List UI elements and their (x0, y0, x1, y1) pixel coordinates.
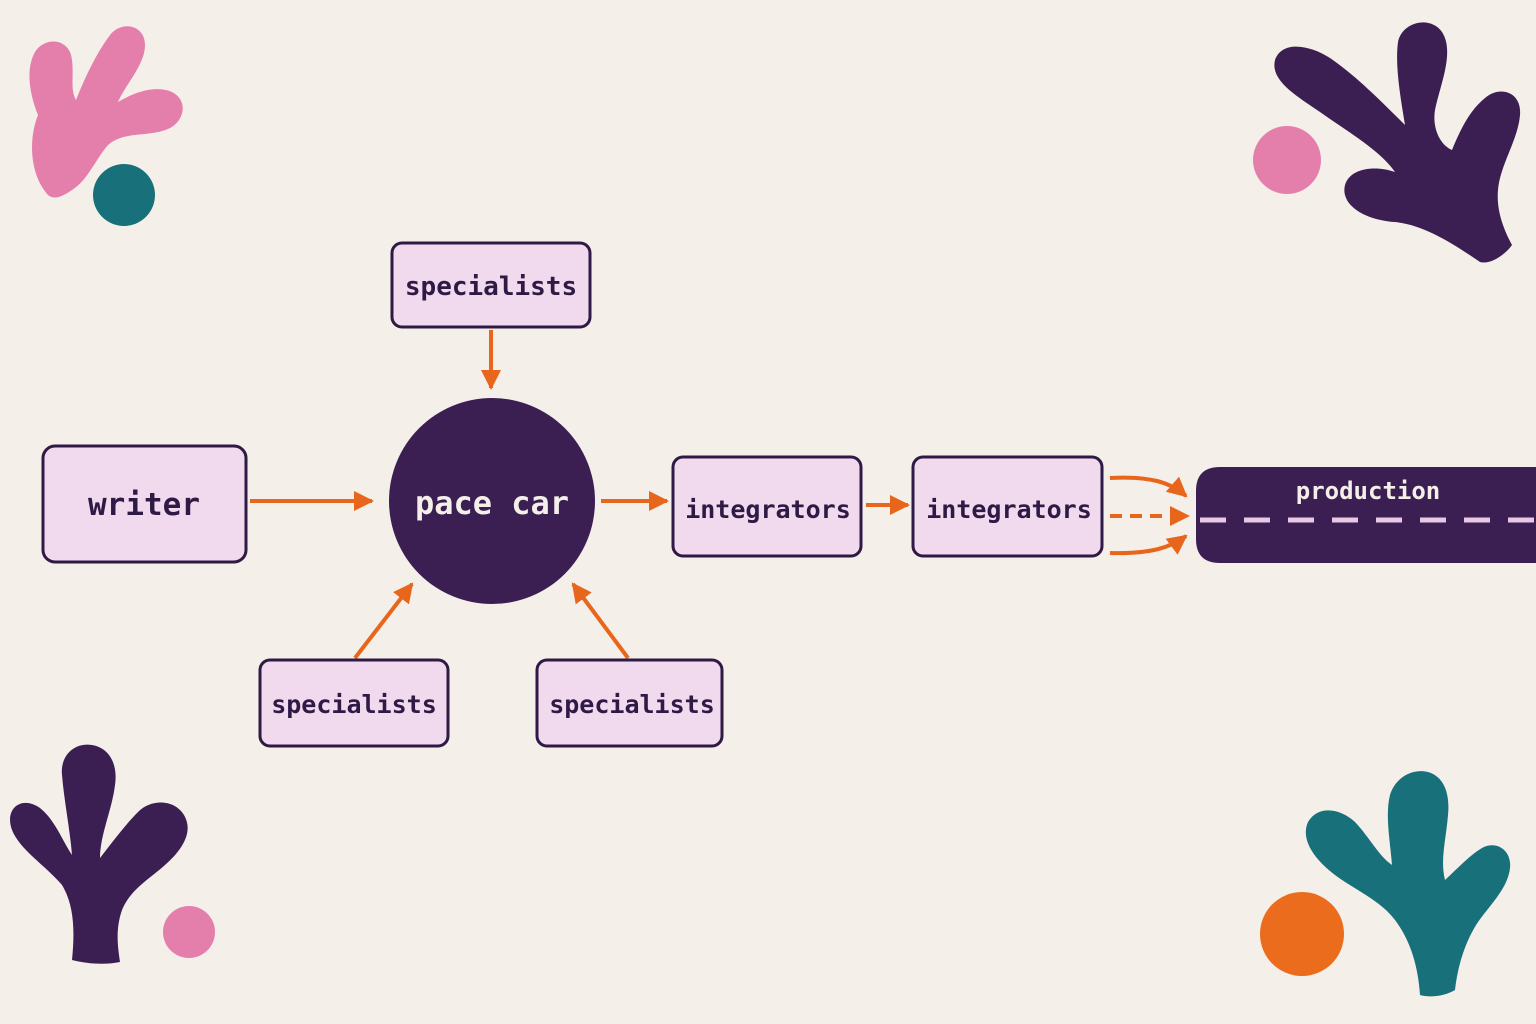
edge-integrators-to-production-lower (1109, 534, 1188, 556)
node-production-lane: production (1196, 467, 1536, 563)
pink-dot-bottom-left (163, 906, 215, 958)
node-label: writer (88, 487, 200, 523)
node-pace-car: pace car (389, 398, 595, 604)
node-label: specialists (271, 690, 437, 719)
edge-specialists-left-to-pace-car (353, 582, 414, 660)
edge-specialists-right-to-pace-car (571, 582, 630, 660)
edge-integrators-to-production-upper (1109, 475, 1188, 498)
pink-dot-top-right (1253, 126, 1321, 194)
teal-coral-bottom-right (1305, 771, 1511, 997)
node-label: production (1296, 477, 1441, 505)
node-integrators-2: integrators (911, 455, 1104, 558)
purple-coral-top-right (1274, 22, 1521, 263)
teal-dot-top-left (93, 164, 155, 226)
node-label: pace car (415, 484, 569, 522)
node-specialists-top: specialists (390, 241, 592, 329)
node-writer: writer (41, 444, 248, 564)
node-label: integrators (926, 495, 1092, 524)
node-label: specialists (549, 690, 715, 719)
edges (250, 330, 1190, 660)
node-integrators-1: integrators (671, 455, 863, 558)
orange-dot-bottom-right (1260, 892, 1344, 976)
node-label: integrators (685, 495, 851, 524)
node-label: specialists (405, 272, 577, 302)
purple-coral-bottom-left (10, 744, 188, 964)
pink-coral-top-left (29, 26, 183, 198)
node-specialists-left: specialists (258, 658, 450, 748)
node-specialists-right: specialists (535, 658, 724, 748)
